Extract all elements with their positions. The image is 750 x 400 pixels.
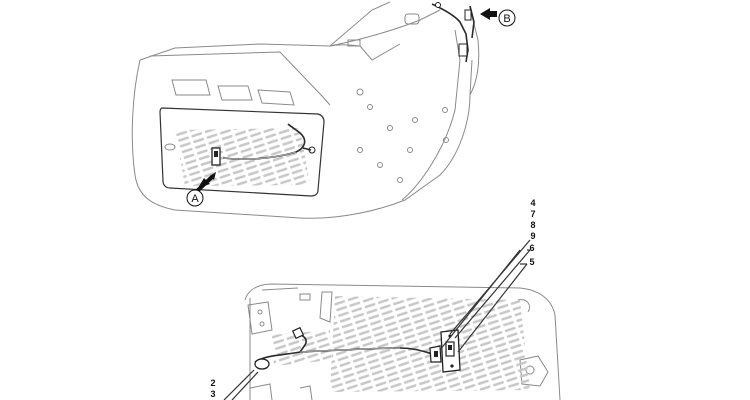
- part-number-3: 3: [210, 389, 215, 399]
- part-number-2: 2: [210, 378, 215, 388]
- top-roof-panel: [131, 1, 480, 219]
- part-number-8: 8: [530, 220, 535, 230]
- callout-a-label: A: [191, 193, 199, 205]
- part-number-7: 7: [530, 209, 535, 219]
- right-harness: [431, 2, 475, 63]
- part-number-9: 9: [530, 231, 535, 241]
- bottom-harness: [254, 326, 461, 373]
- part-number-5: 5: [529, 257, 534, 267]
- leader-lines: [223, 239, 531, 400]
- bottom-panel: [244, 283, 561, 400]
- part-number-4: 4: [530, 198, 535, 208]
- callout-b: B: [480, 8, 516, 27]
- part-number-6: 6: [529, 243, 534, 253]
- part-numbers: 4 7 8 9 6 5 2 3: [210, 198, 535, 399]
- top-harness: [211, 123, 316, 166]
- callout-b-label: B: [503, 13, 510, 25]
- callout-a: A: [186, 172, 216, 207]
